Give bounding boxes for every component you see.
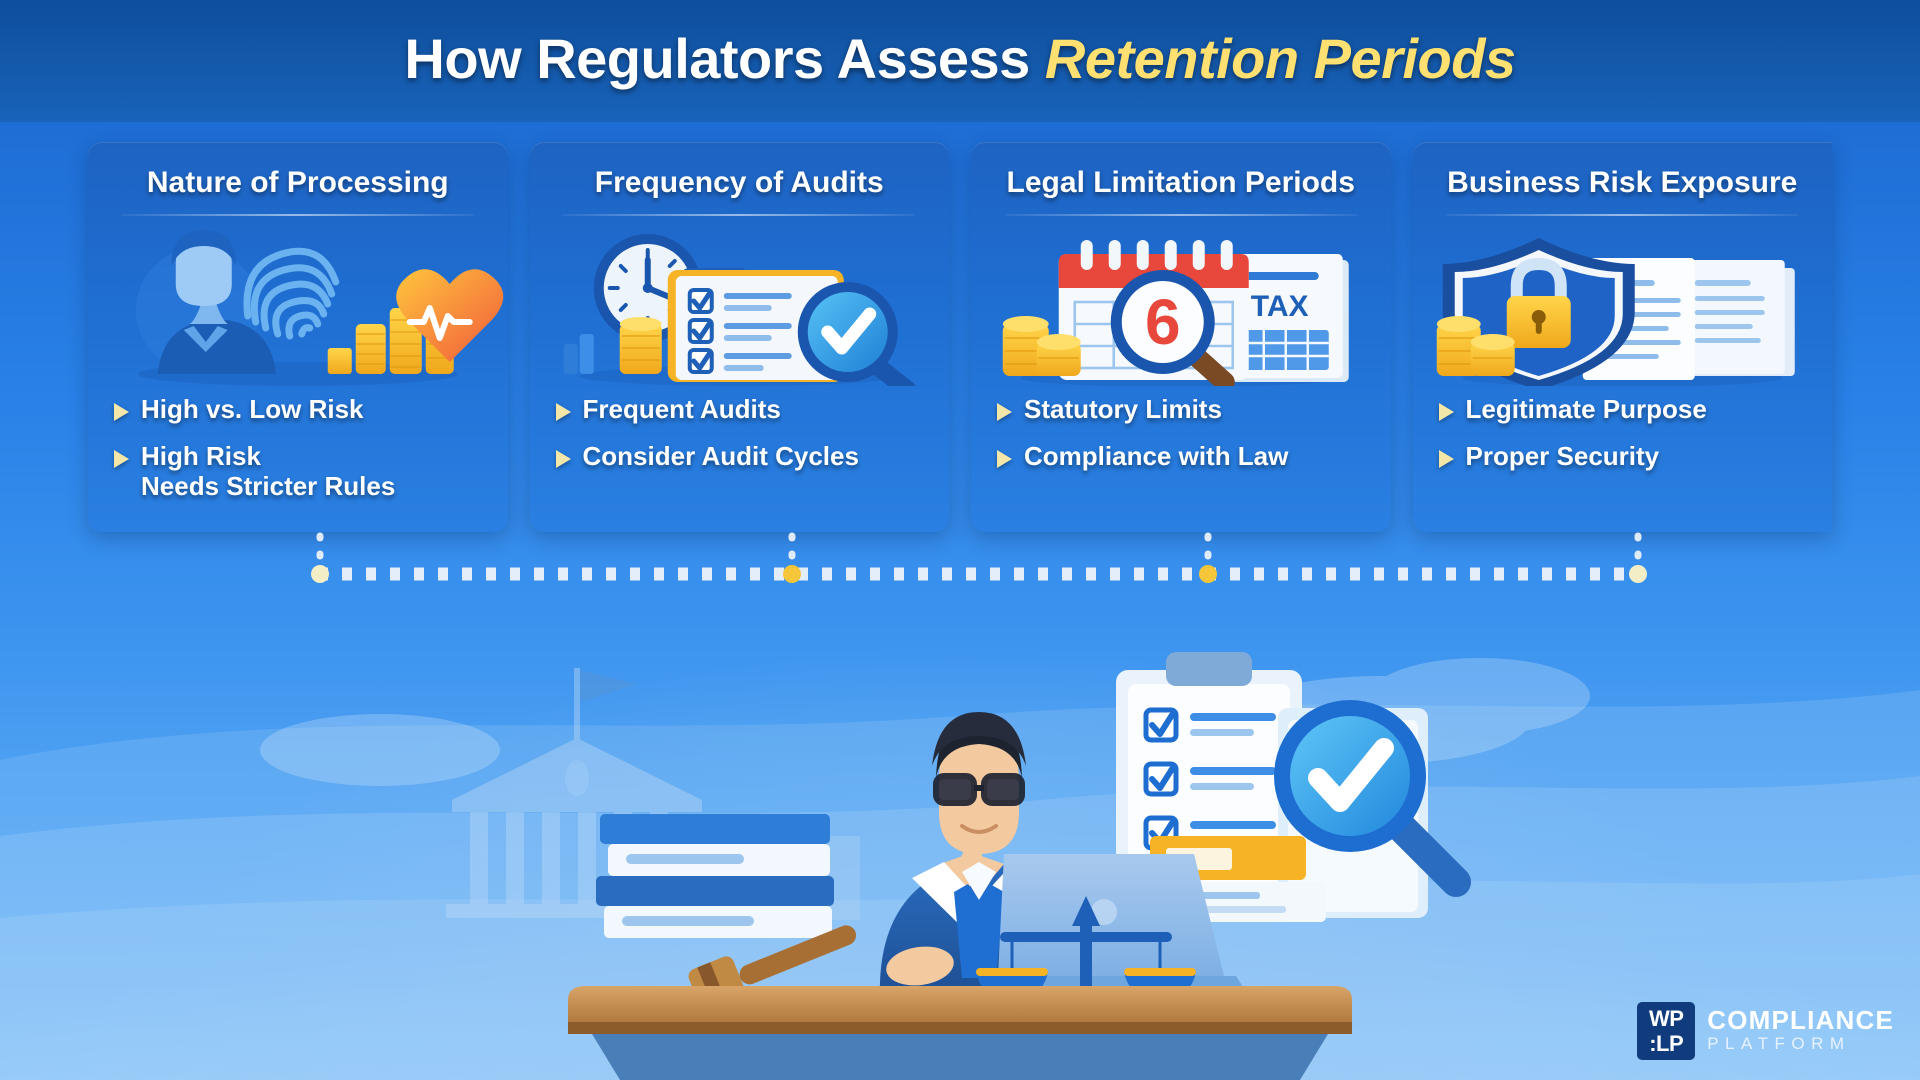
card-divider [1446,214,1799,216]
bullet-text: Compliance with Law [1024,440,1289,471]
bullet-text: High Risk Needs Stricter Rules [141,440,396,502]
triangle-bullet-icon [114,403,129,421]
logo-mark-line1: WP [1648,1005,1684,1031]
shield-padlock-documents-icon [1413,224,1833,390]
triangle-bullet-icon [997,449,1012,468]
brand-logo[interactable]: WP :LP COMPLIANCE PLATFORM [1637,1002,1894,1060]
card-nature-of-processing[interactable]: Nature of Processing [88,142,508,532]
page-title-accent: Retention Periods [1044,27,1516,90]
calendar-number: 6 [1145,286,1181,358]
logo-mark-icon: WP :LP [1637,1002,1696,1060]
card-business-risk-exposure[interactable]: Business Risk Exposure [1412,142,1833,532]
card-bullet-list: High vs. Low Risk High Risk Needs Strict… [88,394,508,518]
bullet-text: Consider Audit Cycles [582,440,859,471]
card-bullet-list: Legitimate Purpose Proper Security [1413,394,1833,487]
card-divider [121,214,474,216]
bullet-text: Legitimate Purpose [1465,394,1707,424]
list-item: Legitimate Purpose [1438,394,1807,425]
connector-dotted-line [0,530,1920,590]
card-bullet-list: Statutory Limits Compliance with Law [971,394,1391,487]
bullet-text: Statutory Limits [1024,394,1222,424]
logo-name: COMPLIANCE [1707,1005,1894,1036]
triangle-bullet-icon [997,403,1012,421]
card-title: Frequency of Audits [594,166,884,199]
page-title: How Regulators Assess Retention Periods [0,26,1920,91]
triangle-bullet-icon [114,449,129,468]
regulator-at-desk-illustration [0,600,1920,1080]
triangle-bullet-icon [1438,449,1454,468]
list-item: High Risk Needs Stricter Rules [114,441,482,502]
bullet-text: High vs. Low Risk [141,394,364,424]
logo-subtitle: PLATFORM [1707,1034,1851,1054]
triangle-bullet-icon [555,403,571,421]
clock-checklist-magnifier-icon [530,224,950,399]
card-frequency-of-audits[interactable]: Frequency of Audits [529,142,950,532]
logo-mark-line2: :LP [1649,1030,1684,1056]
triangle-bullet-icon [1438,403,1454,421]
card-title: Legal Limitation Periods [1006,166,1355,199]
triangle-bullet-icon [555,449,571,468]
svg-text:TAX: TAX [1251,290,1309,323]
page-title-primary: How Regulators Assess [404,27,1030,90]
card-title: Nature of Processing [146,166,449,199]
list-item: High vs. Low Risk [114,394,482,425]
criteria-card-row: Nature of Processing [88,142,1832,532]
bullet-text: Proper Security [1465,440,1660,471]
card-bullet-list: Frequent Audits Consider Audit Cycles [530,394,950,487]
list-item: Proper Security [1438,440,1807,472]
card-title: Business Risk Exposure [1447,166,1798,199]
card-divider [563,214,916,216]
calendar-magnifier-tax-icon: TAX [971,224,1391,392]
bullet-text: Frequent Audits [582,394,781,424]
card-divider [1004,214,1357,216]
list-item: Compliance with Law [997,441,1365,472]
logo-wordmark: COMPLIANCE PLATFORM [1707,1005,1894,1055]
list-item: Statutory Limits [997,394,1365,425]
list-item: Frequent Audits [555,394,924,425]
card-legal-limitation-periods[interactable]: Legal Limitation Periods TAX [971,142,1391,532]
person-fingerprint-coins-heart-icon [88,224,508,386]
list-item: Consider Audit Cycles [555,440,924,472]
header-band [0,0,1920,122]
